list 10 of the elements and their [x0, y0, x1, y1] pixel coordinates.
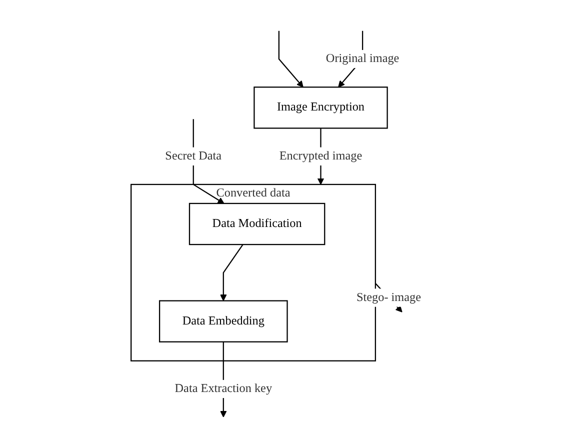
arrow: [220, 244, 244, 302]
edge-label: Original image: [326, 52, 400, 66]
node-box: Data Embedding: [159, 300, 288, 342]
edge-label: Stego- image: [356, 290, 422, 304]
node-box: Image Encryption: [254, 86, 388, 129]
node-box: Data Modification: [189, 202, 326, 246]
edge-label: Secret Data: [165, 149, 222, 162]
edge-label: Data Extraction key: [174, 382, 272, 396]
arrow: [278, 30, 304, 88]
edge-label: Encrypted image: [280, 149, 362, 162]
